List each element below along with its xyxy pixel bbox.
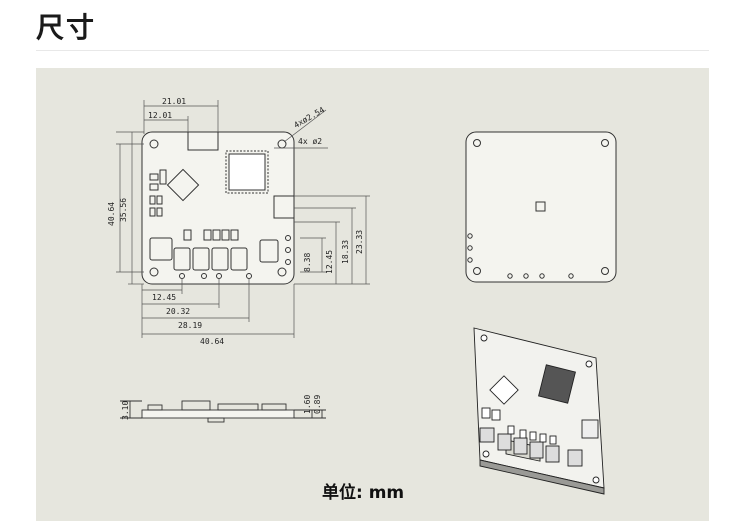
- hole-callout-0: 4xø2.54: [292, 105, 326, 130]
- dim-bottom-3: 40.64: [200, 337, 224, 346]
- dim-top-0: 21.01: [162, 97, 186, 106]
- dim-right-1: 12.45: [325, 250, 334, 274]
- mount-hole: [149, 139, 159, 149]
- connector-top: [187, 131, 219, 151]
- connector-right: [273, 195, 295, 219]
- isometric-view: [473, 327, 605, 495]
- mount-hole: [277, 267, 287, 277]
- inductor: [230, 247, 248, 271]
- dim-bottom-2: 28.19: [178, 321, 202, 330]
- inductor: [211, 247, 229, 271]
- hole-callout-1: 4x ø2: [298, 137, 322, 146]
- mechanical-drawing: 21.01 12.01 4xø2.54 4x ø2 40.64 35.56 8.…: [36, 68, 709, 521]
- dimension-lines-top: [116, 100, 370, 338]
- mcu-chip: [228, 153, 266, 191]
- heading-divider: [36, 50, 709, 51]
- side-view: [120, 400, 326, 423]
- inductor: [149, 237, 173, 261]
- drawing-canvas: 21.01 12.01 4xø2.54 4x ø2 40.64 35.56 8.…: [107, 97, 617, 495]
- dim-top-1: 12.01: [148, 111, 172, 120]
- top-view: [141, 131, 295, 285]
- dim-left-1: 35.56: [119, 198, 128, 222]
- side-dim-right-0: 1.60: [303, 395, 312, 414]
- dim-bottom-0: 12.45: [152, 293, 176, 302]
- section-heading: 尺寸: [36, 11, 97, 44]
- diamond-chip: [166, 168, 200, 202]
- inductor: [259, 239, 279, 263]
- dim-right-0: 8.38: [303, 253, 312, 272]
- inductor: [173, 247, 191, 271]
- mount-hole: [149, 267, 159, 277]
- unit-label: 单位: mm: [322, 483, 405, 503]
- dim-right-2: 18.33: [341, 240, 350, 264]
- dim-left-0: 40.64: [107, 202, 116, 226]
- side-dim-right-1: 0.89: [313, 395, 322, 414]
- dim-bottom-1: 20.32: [166, 307, 190, 316]
- side-dim-left-0: 3.10: [121, 401, 130, 420]
- board-outline-top: [141, 131, 295, 285]
- bottom-view: [465, 131, 617, 283]
- inductor: [192, 247, 210, 271]
- dim-right-3: 23.33: [355, 230, 364, 254]
